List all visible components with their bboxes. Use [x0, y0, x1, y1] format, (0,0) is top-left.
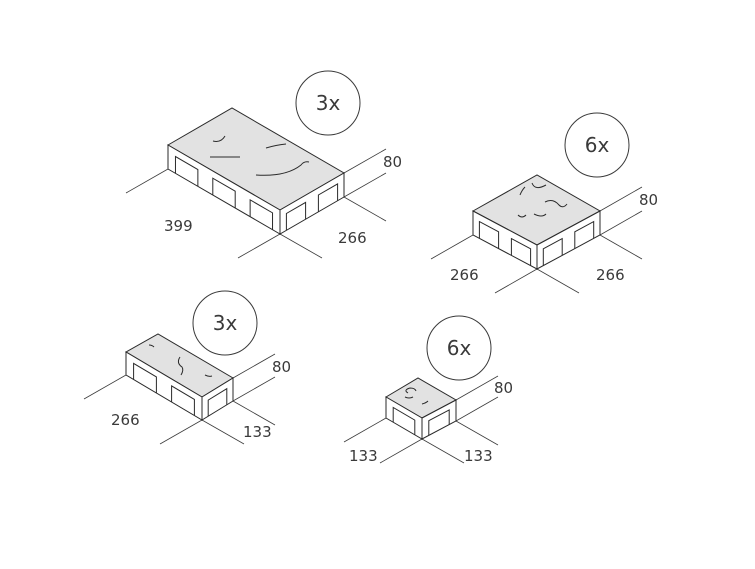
side-notch	[542, 237, 563, 266]
side-notch	[510, 237, 532, 266]
dimension-line	[201, 419, 245, 445]
dimension-line	[83, 374, 127, 400]
crack-lines	[404, 387, 429, 405]
side-notch	[249, 198, 274, 230]
dimension-line	[494, 268, 538, 294]
side-notch	[392, 406, 416, 435]
quantity-circle	[564, 112, 630, 178]
left-side-face	[125, 351, 203, 421]
dimension-line	[430, 234, 474, 260]
dimension-line	[379, 438, 423, 464]
block-266x133: 3x 80 266 133	[83, 290, 291, 445]
dimension-line	[599, 210, 643, 236]
dimension-line	[125, 168, 169, 194]
height-label: 80	[494, 379, 513, 397]
dimension-line	[237, 233, 281, 259]
dimension-line	[536, 268, 580, 294]
dimension-line	[421, 438, 465, 464]
dimension-line	[343, 148, 387, 174]
dimension-line	[159, 419, 203, 445]
height-label: 80	[272, 358, 291, 376]
length-label: 266	[450, 266, 479, 284]
height-label: 80	[383, 153, 402, 171]
quantity-label: 3x	[213, 311, 238, 335]
side-notch	[207, 387, 228, 417]
width-label: 133	[243, 423, 272, 441]
side-notch	[574, 220, 595, 249]
width-label: 266	[338, 229, 367, 247]
dimension-line	[343, 417, 387, 443]
side-notch	[212, 177, 236, 208]
length-label: 266	[111, 411, 140, 429]
block-266x266: 6x 80 266 266	[430, 112, 658, 294]
dimension-line	[279, 233, 323, 259]
crack-lines	[517, 182, 568, 218]
dimension-line	[232, 376, 276, 402]
side-notch	[317, 183, 339, 212]
quantity-circle	[192, 290, 258, 356]
side-notch	[428, 409, 450, 436]
width-label: 266	[596, 266, 625, 284]
left-side-face	[472, 210, 538, 270]
width-label: 133	[464, 447, 493, 465]
block-399x266: 3x 80 399 266	[125, 70, 402, 259]
dimension-line	[232, 353, 276, 379]
dimension-line	[455, 396, 499, 422]
quantity-label: 3x	[316, 91, 341, 115]
dimension-line	[599, 234, 643, 260]
height-label: 80	[639, 191, 658, 209]
quantity-circle	[426, 315, 492, 381]
left-side-face	[167, 144, 281, 235]
side-notch	[478, 220, 500, 249]
quantity-label: 6x	[447, 336, 472, 360]
side-notch	[133, 362, 157, 393]
length-label: 133	[349, 447, 378, 465]
dimension-line	[455, 375, 499, 401]
dimension-line	[599, 186, 643, 212]
quantity-label: 6x	[585, 133, 610, 157]
dimension-line	[343, 172, 387, 198]
left-side-face	[385, 396, 423, 440]
dimension-line	[455, 420, 499, 446]
dimension-line	[343, 196, 387, 222]
side-notch	[171, 385, 195, 416]
crack-lines	[148, 344, 213, 377]
quantity-circle	[295, 70, 361, 136]
crack-lines	[210, 135, 310, 176]
block-133x133: 6x 80 133 133	[343, 315, 513, 465]
side-notch	[285, 201, 307, 231]
dimension-line	[232, 400, 276, 426]
length-label: 399	[164, 217, 193, 235]
side-notch	[174, 155, 199, 187]
